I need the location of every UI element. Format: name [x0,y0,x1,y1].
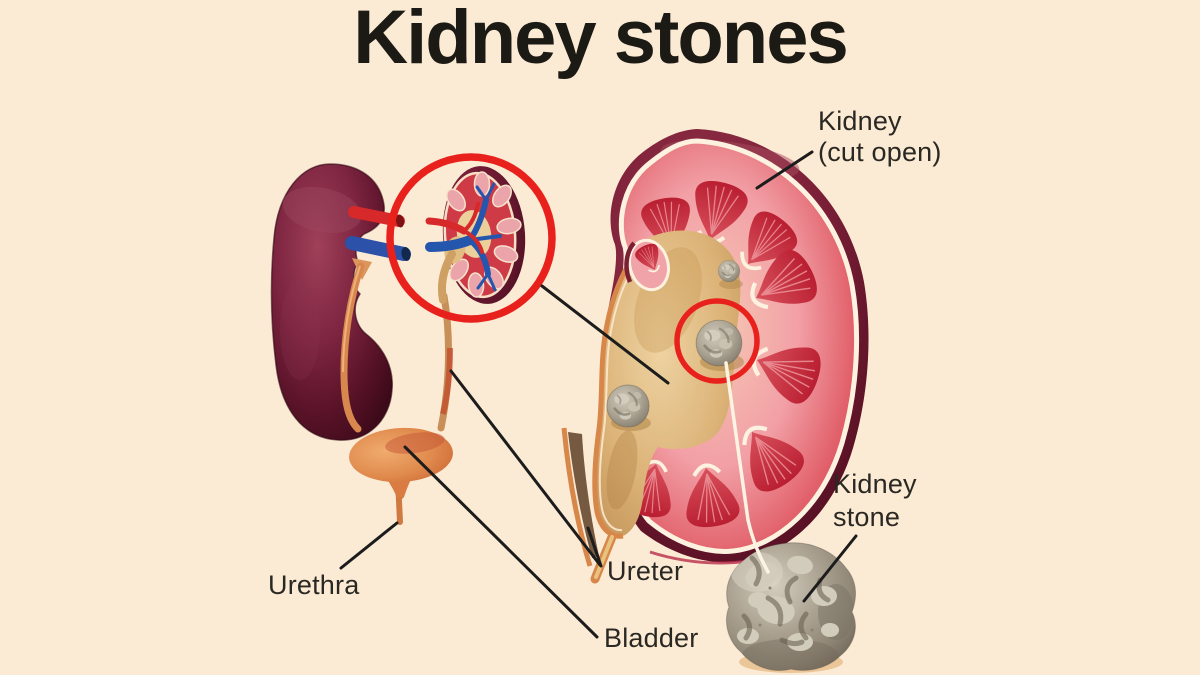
stone-highlight-ring [674,298,760,384]
upper-lobe-curl-rim [624,241,636,283]
label-kidney-stone-line1: Kidney [833,469,917,499]
right-ureter-tint [440,347,453,415]
label-kidney-cut-open-line1: Kidney [818,106,902,136]
label-ureter: Ureter [607,556,684,586]
ureter-funnel-interior [568,432,599,558]
leader-magnifier-to-kidney [540,284,670,385]
page-title: Kidney stones [353,0,848,80]
funnel-shading [606,430,638,510]
funnel-cream-line [598,243,653,532]
bladder-illustration [349,427,453,525]
whole-kidney-illustration [270,163,393,441]
stone-shadow [719,279,743,289]
magnifier-group [386,153,556,323]
funnel-outer-wall [561,427,593,567]
kidney-stone-small [717,259,741,283]
magnified-cut-open-kidney [425,166,526,304]
label-kidney-stone: Kidney stone [833,468,917,534]
magnifier-circle [386,153,556,323]
left-ureter-highlight [342,265,361,373]
kidney-stone-lower [605,383,651,429]
kidney-stones-in-kidney [605,259,760,431]
renal-vein [345,236,411,261]
ureter-exit-lumen [594,535,614,579]
left-ureter [340,262,365,433]
label-kidney-stone-line2: stone [833,502,901,532]
stone-magnification-line [724,361,770,574]
kidney-stone-circled [694,318,744,368]
artery-opening [395,214,405,228]
leader-lines [339,150,858,639]
label-kidney-cut-open-line2: (cut open) [818,137,942,167]
label-urethra: Urethra [268,570,360,600]
leader-bladder [403,445,599,639]
leader-ureter-long [449,369,602,567]
funnel-orange-wall [592,238,650,539]
ureters [340,258,453,433]
kidney-sheen [280,280,320,380]
bladder-shading [385,432,445,454]
mini-kidney-calyces [446,171,522,298]
vein-opening [401,247,411,261]
leader-ureter-short [586,526,603,568]
mini-renal-artery [425,202,484,254]
whole-kidney [270,163,393,441]
leader-kidney-cut-open [755,150,814,190]
big-stone-texture [731,552,854,671]
mini-ureter [438,250,456,304]
leader-kidney-stone [802,534,858,603]
label-kidney-cut-open: Kidney (cut open) [818,106,942,168]
label-bladder: Bladder [604,623,699,653]
kidney-highlight [282,186,362,234]
leader-urethra [339,521,399,570]
